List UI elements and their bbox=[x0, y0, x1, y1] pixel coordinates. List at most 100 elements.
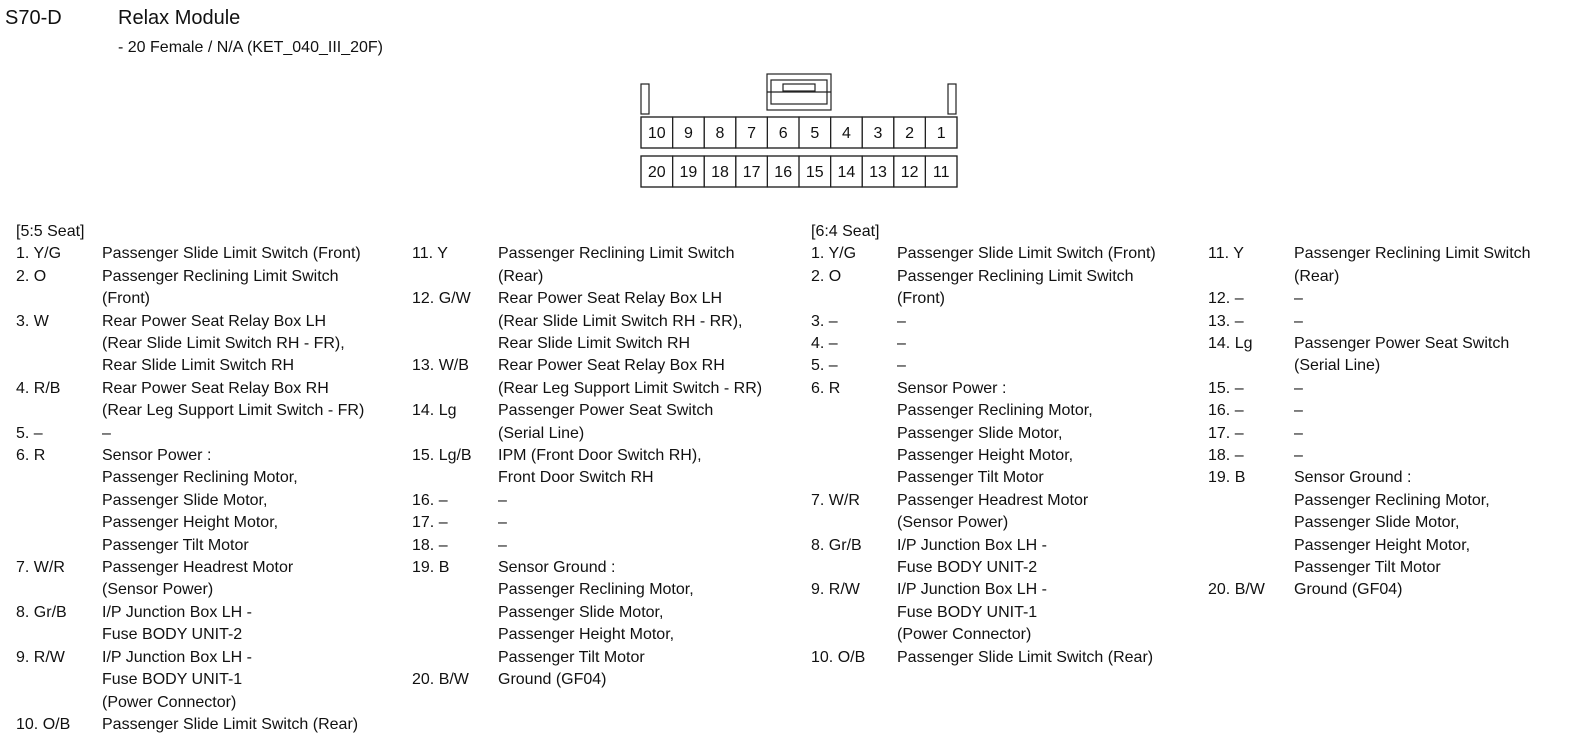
pin-description-line: – bbox=[897, 312, 906, 330]
pin-description: Sensor Ground :Passenger Reclining Motor… bbox=[1294, 467, 1490, 579]
pin-description-line: Sensor Power : bbox=[102, 447, 212, 465]
pin-description-line: (Sensor Power) bbox=[102, 581, 214, 599]
pin-description-line: – bbox=[1294, 447, 1303, 465]
pin-description: – bbox=[1294, 445, 1303, 467]
connector-pin-number: 5 bbox=[810, 125, 819, 142]
connector-pin-number: 20 bbox=[648, 164, 666, 181]
pin-entry: 15. –– bbox=[1208, 378, 1531, 400]
pin-description-line: Passenger Headrest Motor bbox=[897, 491, 1089, 509]
pin-description: Passenger Slide Limit Switch (Rear) bbox=[102, 714, 358, 736]
pin-description: – bbox=[498, 490, 507, 512]
pin-entry: 14. Lg Passenger Power Seat Switch (Serial… bbox=[1208, 333, 1531, 378]
connector-pin-number: 13 bbox=[869, 164, 887, 181]
pin-id: 9. R/W bbox=[811, 581, 860, 599]
pin-description-line: Passenger Power Seat Switch bbox=[1294, 335, 1510, 353]
pin-description-line: Rear Power Seat Relay Box LH bbox=[102, 312, 327, 330]
pin-id: 14. Lg bbox=[1208, 335, 1253, 353]
pin-description-line: (Power Connector) bbox=[897, 626, 1032, 644]
pin-description: Sensor Power : Passenger Reclining Motor,… bbox=[897, 378, 1093, 490]
pin-description-line: Passenger Power Seat Switch bbox=[498, 402, 714, 420]
pin-description-line: Sensor Ground : bbox=[498, 559, 616, 577]
connector-pin-number: 8 bbox=[716, 125, 725, 142]
pin-entry: 16. – – bbox=[1208, 400, 1531, 422]
pin-description-line: – bbox=[1294, 312, 1303, 330]
pin-id: 15. Lg/B bbox=[412, 447, 472, 465]
pin-id: 7. W/R bbox=[16, 559, 65, 577]
pin-description-line: Passenger Reclining Limit Switch bbox=[897, 267, 1134, 285]
connector-pin-number: 1 bbox=[937, 125, 946, 142]
pin-description: – bbox=[498, 512, 507, 534]
pin-description-line: Sensor Power : bbox=[897, 379, 1007, 397]
pin-description-line: Passenger Height Motor, bbox=[498, 626, 675, 644]
connector-pin-cell bbox=[924, 116, 958, 149]
pin-entry: 18. –– bbox=[412, 535, 762, 557]
pin-description-line: Passenger Reclining Motor, bbox=[897, 402, 1093, 420]
pin-entry: 13. – – bbox=[1208, 311, 1531, 333]
pin-description-line: Passenger Slide Limit Switch (Rear) bbox=[102, 715, 359, 733]
connector-pin-number: 12 bbox=[901, 164, 919, 181]
pin-description: – bbox=[1294, 423, 1303, 445]
pin-description: Passenger Slide Limit Switch (Rear) bbox=[897, 647, 1153, 669]
pin-description-line: Passenger Headrest Motor bbox=[102, 559, 294, 577]
pin-description-line: – bbox=[1294, 402, 1303, 420]
connector-pin-number: 14 bbox=[838, 164, 856, 181]
pin-description: – bbox=[1294, 378, 1303, 400]
pin-id: 16. – bbox=[412, 491, 448, 509]
pin-description-line: Passenger Height Motor, bbox=[102, 514, 279, 532]
pin-description: Sensor Ground :Passenger Reclining Motor… bbox=[498, 557, 694, 669]
pin-entry: 12. –– bbox=[1208, 288, 1531, 310]
pin-description: – bbox=[498, 535, 507, 557]
section-title: [6:4 Seat] bbox=[811, 223, 880, 240]
pin-description-line: (Rear Slide Limit Switch RH - RR), bbox=[498, 312, 743, 330]
pin-description: – bbox=[897, 355, 906, 377]
pin-id: 17. – bbox=[412, 514, 448, 532]
pin-description-line: (Rear) bbox=[1294, 267, 1340, 285]
connector-pin-number: 7 bbox=[747, 125, 756, 142]
connector-subtitle: - 20 Female / N/A (KET_040_III_20F) bbox=[118, 39, 384, 56]
connector-code: S70-D bbox=[5, 7, 62, 29]
pin-description: Ground (GF04) bbox=[1294, 579, 1402, 601]
pin-description-line: Sensor Ground : bbox=[1294, 469, 1412, 487]
pin-description-line: Rear Slide Limit Switch RH bbox=[498, 335, 691, 353]
pin-description: Passenger Slide Limit Switch (Front) bbox=[102, 243, 361, 265]
pin-description: Passenger Reclining Limit Switch(Rear) bbox=[498, 243, 735, 288]
pin-description-line: Passenger Tilt Motor bbox=[897, 469, 1044, 487]
pin-entry: 7. W/R Passenger Headrest Motor (Sensor Po… bbox=[16, 557, 364, 602]
pin-description-line: – bbox=[102, 424, 111, 442]
pin-description-line: Rear Power Seat Relay Box LH bbox=[498, 290, 723, 308]
pin-description-line: Passenger Slide Limit Switch (Front) bbox=[897, 245, 1156, 263]
pin-id: 18. – bbox=[1208, 447, 1244, 465]
pin-description: Rear Power Seat Relay Box RH(Rear Leg Su… bbox=[102, 378, 364, 423]
pin-description-line: Passenger Reclining Motor, bbox=[102, 469, 298, 487]
pin-description-line: Rear Power Seat Relay Box RH bbox=[498, 357, 725, 375]
pin-id: 13. – bbox=[1208, 312, 1244, 330]
pin-description: I/P Junction Box LH -Fuse BODY UNIT-2 bbox=[897, 535, 1047, 580]
pin-description-line: – bbox=[1294, 424, 1303, 442]
pin-description-line: Passenger Tilt Motor bbox=[498, 648, 645, 666]
pin-id: 3. – bbox=[811, 312, 838, 330]
pin-description-line: I/P Junction Box LH - bbox=[897, 581, 1047, 599]
pin-id: 2. O bbox=[811, 267, 842, 285]
pin-description-line: I/P Junction Box LH - bbox=[897, 536, 1047, 554]
connector-pin-cell bbox=[924, 155, 958, 188]
pin-description-line: Fuse BODY UNIT-1 bbox=[897, 603, 1038, 621]
pin-description-line: (Serial Line) bbox=[1294, 357, 1381, 375]
pin-entry: 5. –– bbox=[811, 355, 1156, 377]
connector-pin-number: 10 bbox=[648, 125, 666, 142]
pin-id: 20. B/W bbox=[412, 671, 469, 689]
pin-description: Passenger Power Seat Switch(Serial Line) bbox=[498, 400, 713, 445]
pin-id: 16. – bbox=[1208, 402, 1244, 420]
pin-description-line: Rear Power Seat Relay Box RH bbox=[102, 379, 329, 397]
